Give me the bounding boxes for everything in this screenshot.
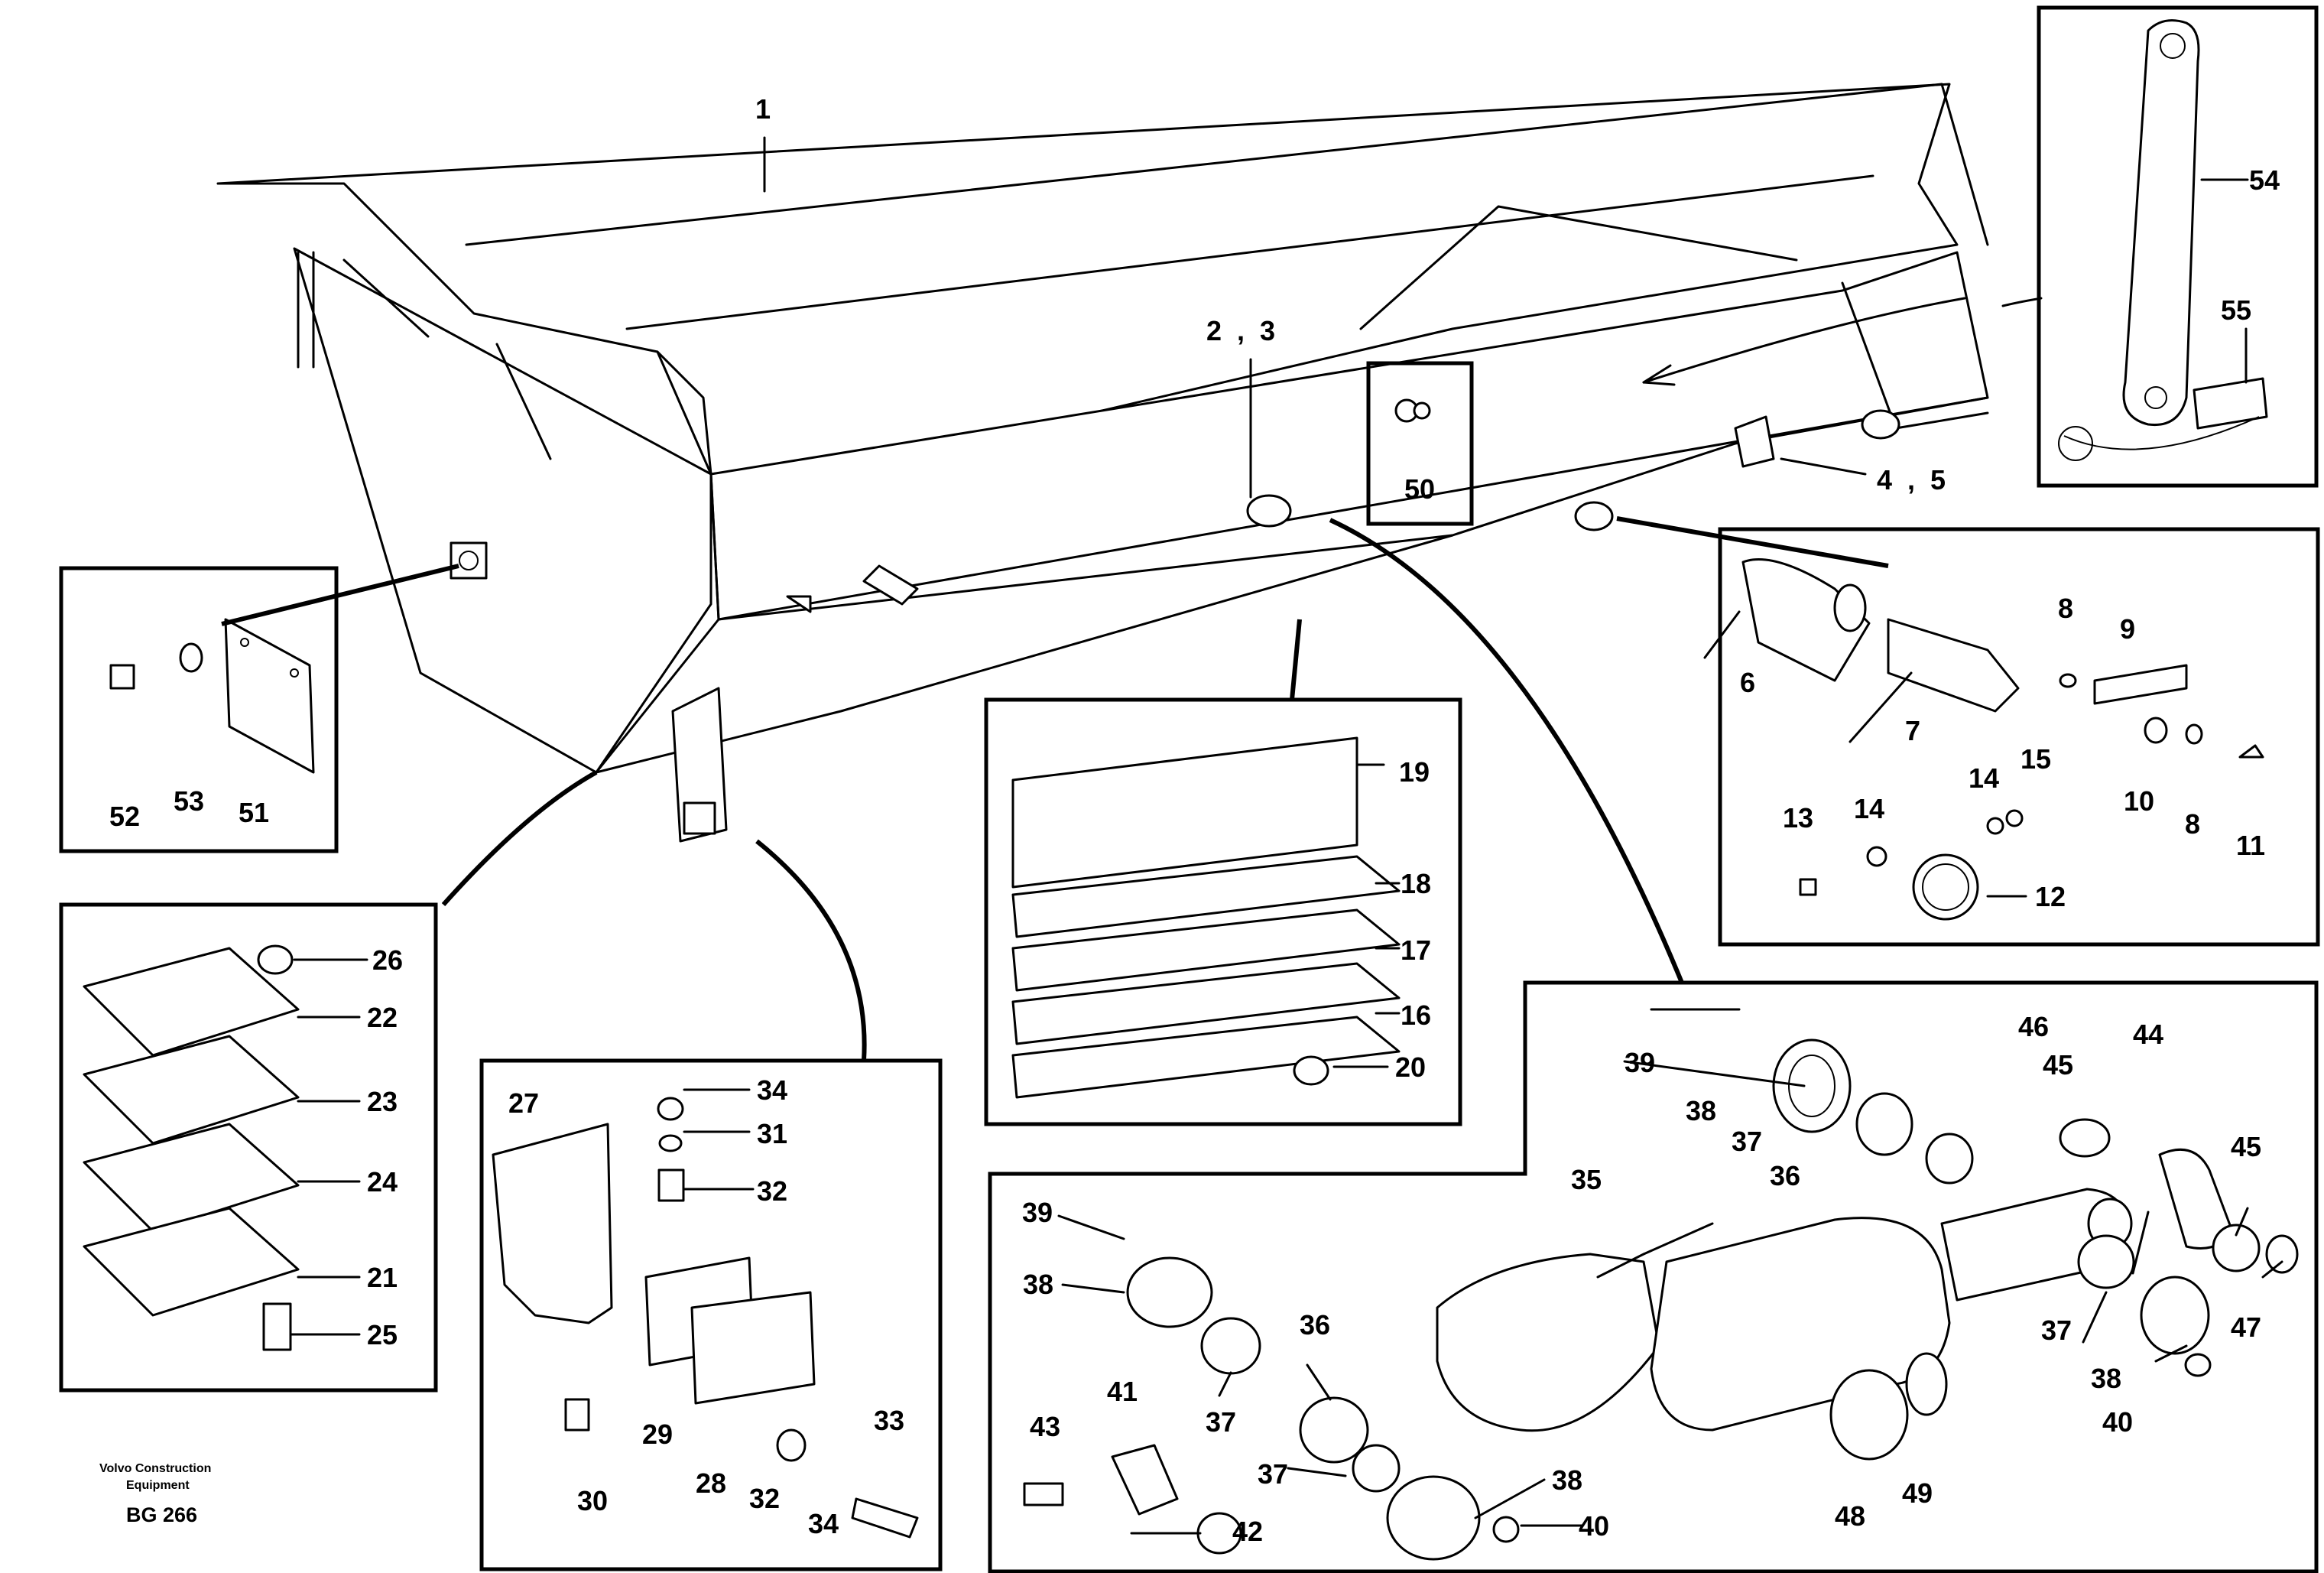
detail-box-16-20	[984, 697, 1462, 1126]
label-20: 20	[1395, 1051, 1426, 1083]
label-41: 41	[1107, 1376, 1138, 1407]
label-14b: 14	[1969, 762, 1999, 794]
label-28: 28	[696, 1467, 726, 1499]
label-40b: 40	[2102, 1406, 2133, 1438]
label-50: 50	[1404, 473, 1435, 505]
label-1: 1	[755, 93, 771, 125]
label-23: 23	[367, 1086, 398, 1117]
label-26: 26	[372, 944, 403, 976]
label-46: 46	[2018, 1011, 2049, 1042]
detail-box-21-26	[59, 902, 438, 1393]
figure-code: BG 266	[126, 1503, 197, 1526]
detail-box-27-34	[479, 1058, 943, 1571]
label-55: 55	[2221, 294, 2251, 326]
label-38b: 38	[1552, 1464, 1582, 1496]
label-54: 54	[2249, 164, 2280, 196]
label-49: 49	[1902, 1477, 1933, 1509]
credit-line-2: Equipment	[126, 1479, 190, 1492]
label-48: 48	[1835, 1500, 1865, 1532]
label-30: 30	[577, 1485, 608, 1516]
credit-block: Volvo Construction Equipment BG 266	[99, 1462, 211, 1526]
label-19: 19	[1399, 756, 1430, 788]
label-32b: 32	[749, 1483, 780, 1514]
label-38a: 38	[1023, 1269, 1053, 1300]
label-39a: 39	[1022, 1197, 1053, 1228]
label-25: 25	[367, 1319, 398, 1350]
label-34b: 34	[808, 1508, 839, 1539]
label-37b: 37	[1258, 1458, 1288, 1490]
label-43: 43	[1030, 1411, 1060, 1442]
label-29: 29	[642, 1419, 673, 1450]
detail-box-51-53	[59, 566, 339, 853]
label-4-5: 4 , 5	[1877, 464, 1946, 496]
label-22: 22	[367, 1002, 398, 1033]
label-44: 44	[2133, 1019, 2163, 1050]
label-8a: 8	[2058, 593, 2073, 624]
label-8b: 8	[2185, 808, 2200, 840]
dump-body	[216, 83, 1989, 843]
leader-lines	[289, 136, 2283, 1535]
label-35: 35	[1571, 1164, 1602, 1195]
label-9: 9	[2120, 613, 2135, 645]
label-37a: 37	[1206, 1406, 1236, 1438]
label-12: 12	[2035, 881, 2066, 912]
label-38c: 38	[1686, 1095, 1716, 1126]
label-18: 18	[1401, 868, 1431, 899]
label-39b: 39	[1625, 1047, 1655, 1078]
label-38d: 38	[2091, 1363, 2121, 1394]
label-14a: 14	[1854, 793, 1884, 824]
label-6: 6	[1740, 667, 1755, 698]
label-51: 51	[239, 797, 269, 828]
label-37c: 37	[1732, 1126, 1762, 1157]
label-10: 10	[2124, 785, 2154, 817]
label-27: 27	[508, 1087, 539, 1119]
label-2-3: 2 , 3	[1206, 315, 1275, 346]
label-16: 16	[1401, 999, 1431, 1031]
label-45b: 45	[2231, 1131, 2261, 1162]
label-53: 53	[174, 785, 204, 817]
label-33: 33	[874, 1405, 904, 1436]
label-42: 42	[1232, 1516, 1263, 1547]
credit-line-1: Volvo Construction	[99, 1462, 211, 1475]
label-47: 47	[2231, 1311, 2261, 1343]
detail-box-35-49	[988, 980, 2319, 1573]
label-52: 52	[109, 801, 140, 832]
label-7: 7	[1905, 715, 1920, 746]
label-11: 11	[2236, 830, 2265, 861]
detail-box-50	[1366, 361, 1474, 526]
label-45a: 45	[2043, 1049, 2073, 1081]
label-37d: 37	[2041, 1315, 2072, 1346]
part-labels: 1 2 , 3 4 , 5 6 7 8 8 9 10 11 12 13 14 1…	[109, 93, 2280, 1547]
label-13: 13	[1783, 802, 1813, 834]
label-36a: 36	[1300, 1309, 1330, 1341]
label-40a: 40	[1579, 1510, 1609, 1542]
label-31: 31	[757, 1118, 787, 1149]
label-34a: 34	[757, 1074, 787, 1106]
label-21: 21	[367, 1262, 398, 1293]
callout-arrows	[221, 516, 1889, 1061]
label-36b: 36	[1770, 1160, 1800, 1191]
detail-box-54-55	[2001, 5, 2319, 488]
label-15: 15	[2021, 743, 2051, 775]
label-17: 17	[1401, 934, 1431, 966]
detail-box-6-15	[1718, 527, 2320, 947]
label-24: 24	[367, 1166, 398, 1198]
label-32a: 32	[757, 1175, 787, 1207]
